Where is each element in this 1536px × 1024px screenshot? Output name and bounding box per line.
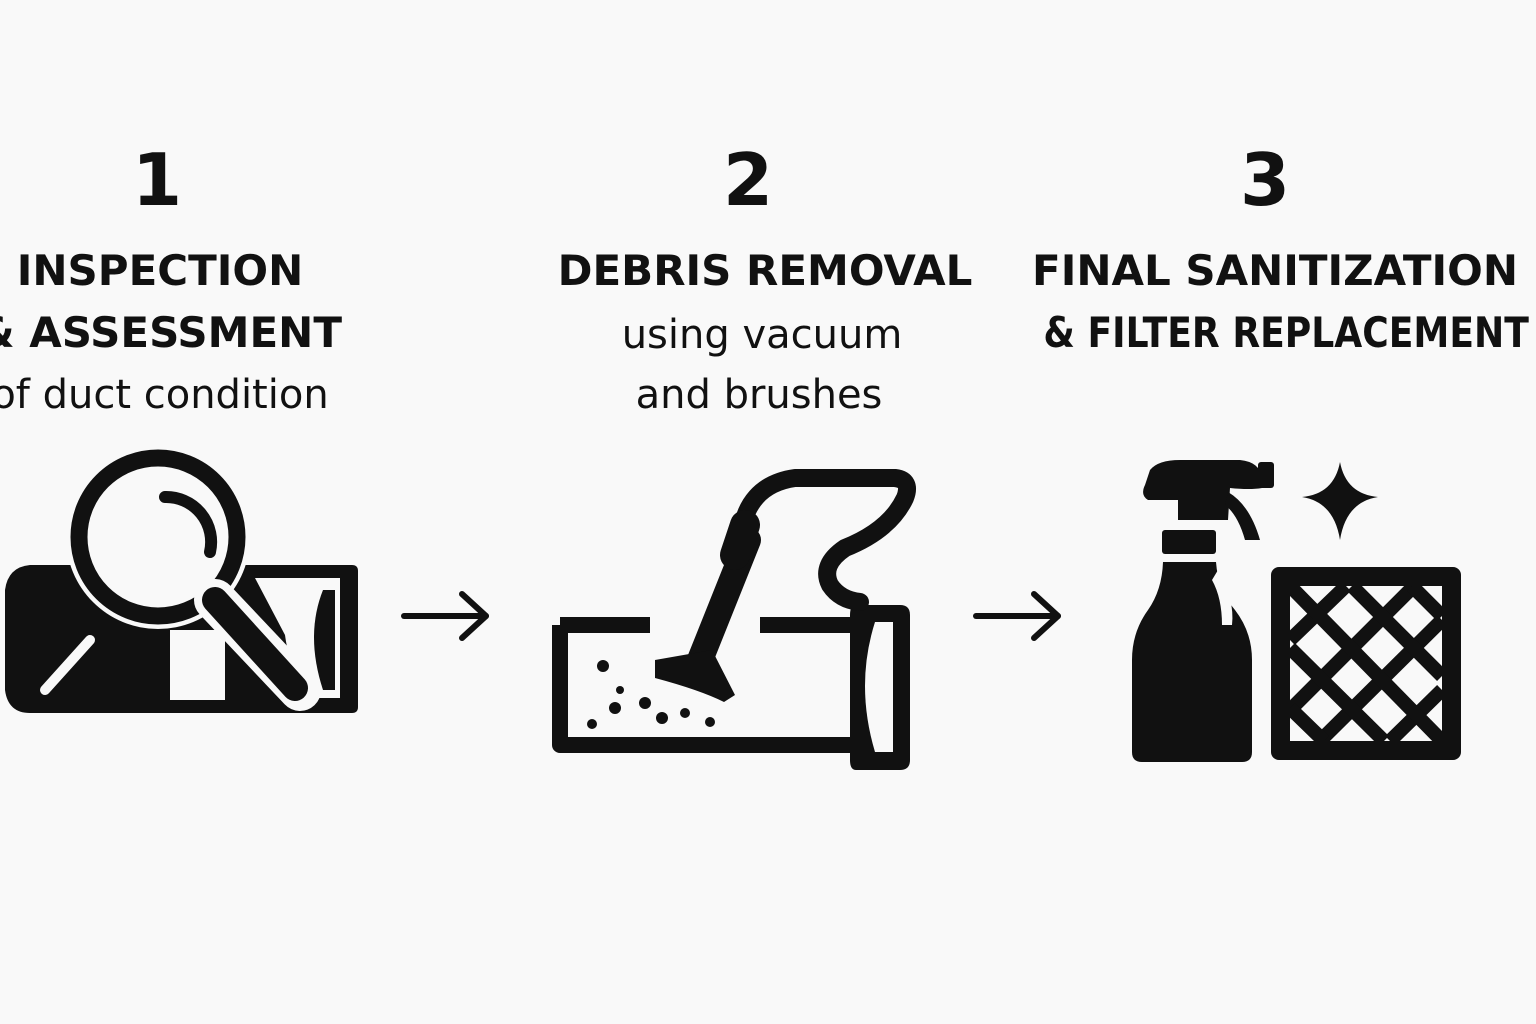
step-1-title-line-1: INSPECTION [16, 246, 304, 295]
step-3-number: 3 [1239, 138, 1291, 222]
step-1-title-line-2: & ASSESSMENT [0, 308, 342, 357]
step-3-title-line-1: FINAL SANITIZATION [1032, 246, 1518, 295]
step-2-number: 2 [722, 138, 774, 222]
step-1-number: 1 [131, 138, 183, 222]
step-3-title-line-2: & FILTER REPLACEMENT [1043, 308, 1529, 357]
arrow-right-icon [973, 591, 1061, 641]
step-2-title: DEBRIS REMOVAL [557, 246, 973, 295]
step-1-subtitle: of duct condition [0, 372, 329, 418]
arrow-right-icon [401, 591, 489, 641]
step-2-subtitle-line-2: and brushes [635, 372, 883, 418]
step-2-subtitle-line-1: using vacuum [621, 312, 903, 358]
